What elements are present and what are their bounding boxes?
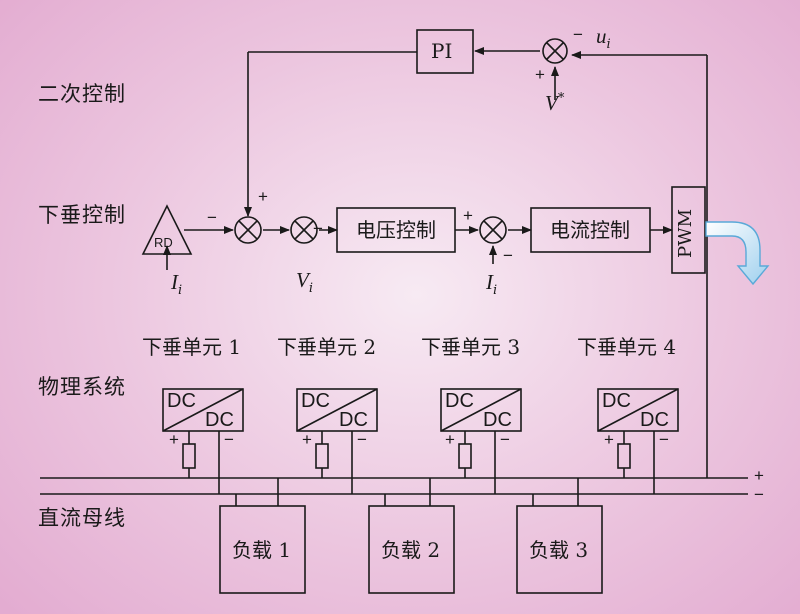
bus-positive-sign: + bbox=[754, 466, 764, 485]
converter-4-plus: + bbox=[604, 430, 614, 449]
converter-3-frame bbox=[440, 388, 522, 432]
converter-2-plus: + bbox=[302, 430, 312, 449]
voltage-control-label: 电压控制 bbox=[356, 218, 436, 242]
sum-junction-1 bbox=[234, 216, 262, 244]
converter-2-top: DC bbox=[301, 390, 330, 412]
pi-label: PI bbox=[431, 39, 453, 63]
sum-junction-3 bbox=[479, 216, 507, 244]
load-1-wiring bbox=[235, 478, 279, 506]
sign-minus-secondary: − bbox=[573, 25, 583, 44]
signal-u: ui bbox=[596, 24, 611, 52]
sign-plus-secondary: + bbox=[535, 65, 545, 84]
load-1-frame bbox=[219, 505, 306, 594]
load-2-frame bbox=[368, 505, 455, 594]
converter-1-bottom: DC bbox=[205, 409, 234, 431]
sum-junction-secondary bbox=[542, 38, 568, 64]
converter-3-plus: + bbox=[445, 430, 455, 449]
unit-1-wiring bbox=[182, 431, 220, 494]
load-3-label: 负载 3 bbox=[529, 538, 589, 562]
converter-2-bottom: DC bbox=[339, 409, 368, 431]
sign-minus-sum1: − bbox=[207, 208, 217, 227]
label-physical-system: 物理系统 bbox=[38, 375, 126, 399]
pi-block-frame bbox=[416, 29, 474, 74]
unit-4-wiring bbox=[617, 431, 655, 494]
unit-3-wiring bbox=[458, 431, 496, 494]
load-3-wiring bbox=[532, 478, 579, 506]
converter-2-frame bbox=[296, 388, 378, 432]
sign-plus-sum1: + bbox=[258, 187, 268, 206]
load-2-label: 负载 2 bbox=[381, 538, 441, 562]
signal-v-ref: V* bbox=[545, 91, 565, 115]
load-1-label: 负载 1 bbox=[232, 538, 292, 562]
unit-1-label: 下垂单元 1 bbox=[142, 335, 242, 359]
bus-negative-sign: − bbox=[754, 485, 764, 504]
converter-3-top: DC bbox=[445, 390, 474, 412]
voltage-block-frame bbox=[336, 207, 456, 253]
load-3-frame bbox=[516, 505, 603, 594]
signal-i-current: Ii bbox=[486, 270, 498, 298]
load-2-wiring bbox=[384, 478, 431, 506]
unit-3-label: 下垂单元 3 bbox=[421, 335, 521, 359]
unit-2-label: 下垂单元 2 bbox=[277, 335, 377, 359]
converter-3-bottom: DC bbox=[483, 409, 512, 431]
pwm-output-arrow bbox=[705, 221, 770, 286]
converter-1-top: DC bbox=[167, 390, 196, 412]
signal-v: Vi bbox=[296, 268, 313, 296]
converter-4-top: DC bbox=[602, 390, 631, 412]
unit-2-wiring bbox=[315, 431, 353, 494]
converter-4-frame bbox=[597, 388, 679, 432]
current-control-label: 电流控制 bbox=[550, 218, 630, 242]
pwm-label: PWM bbox=[675, 208, 696, 258]
converter-1-frame bbox=[162, 388, 244, 432]
converter-4-bottom: DC bbox=[640, 409, 669, 431]
rd-block bbox=[141, 204, 193, 255]
signal-i-rd: Ii bbox=[171, 270, 183, 298]
rd-label: RD bbox=[154, 235, 173, 250]
current-block-frame bbox=[530, 207, 651, 253]
converter-4-minus: − bbox=[659, 430, 669, 449]
sum-junction-2 bbox=[290, 216, 318, 244]
unit-4-label: 下垂单元 4 bbox=[577, 335, 677, 359]
converter-2-minus: − bbox=[357, 430, 367, 449]
sign-plus-sum3: + bbox=[463, 206, 473, 225]
sign-minus-sum3: − bbox=[503, 246, 513, 265]
pwm-block-frame bbox=[671, 186, 706, 274]
converter-3-minus: − bbox=[500, 430, 510, 449]
label-droop-control: 下垂控制 bbox=[38, 203, 126, 227]
converter-1-plus: + bbox=[169, 430, 179, 449]
label-secondary-control: 二次控制 bbox=[38, 82, 126, 106]
sign-minus-sum2: − bbox=[313, 219, 323, 238]
converter-1-minus: − bbox=[224, 430, 234, 449]
label-dc-bus: 直流母线 bbox=[38, 506, 126, 530]
